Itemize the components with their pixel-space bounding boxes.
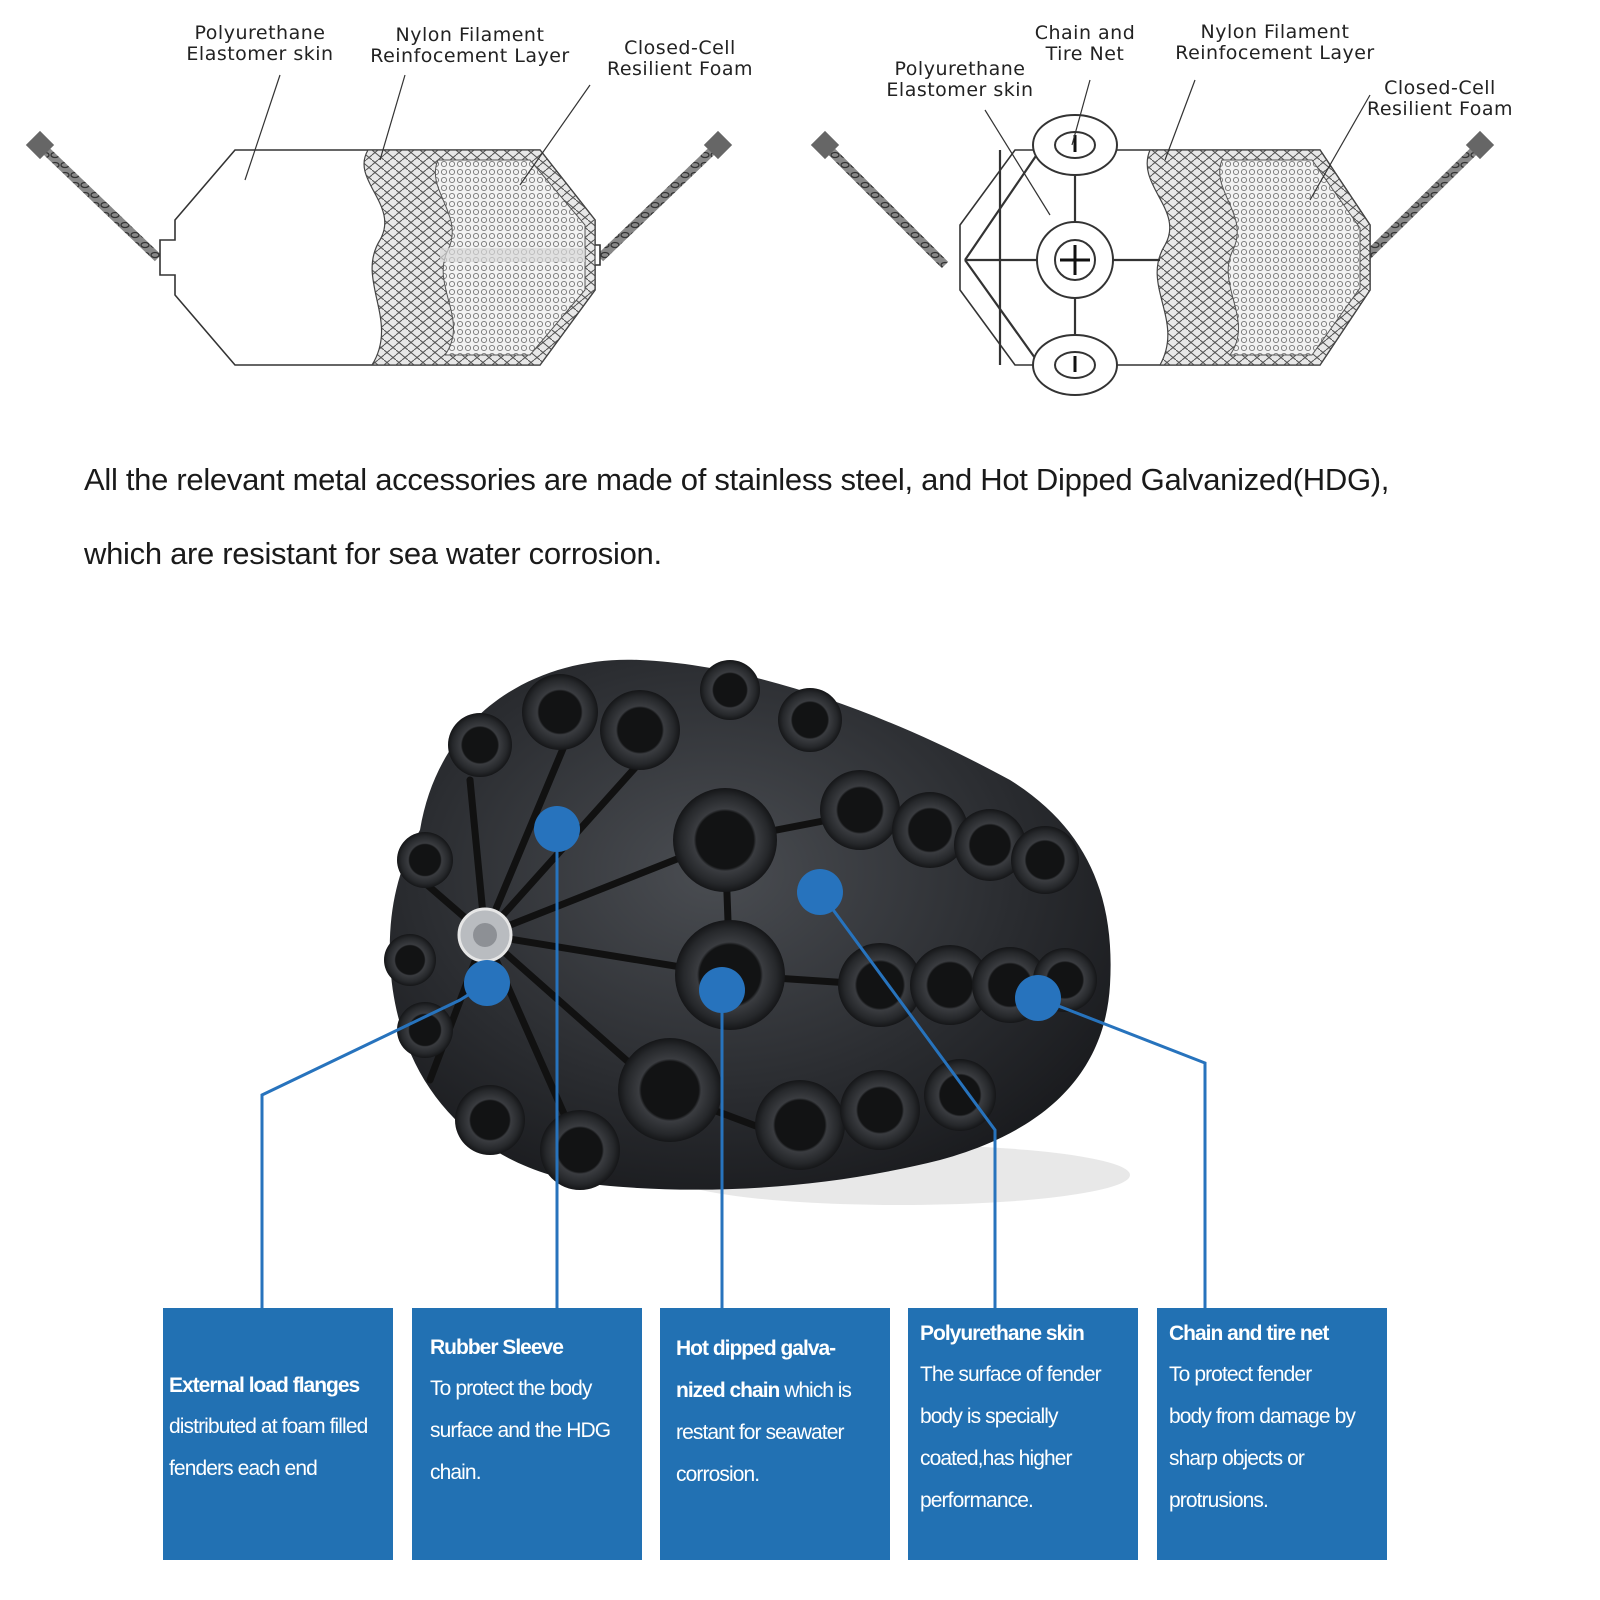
- description-line-2: which are resistant for sea water corros…: [84, 536, 662, 571]
- right-fender-diagram: [810, 79, 1495, 396]
- callout-body: To protect the body surface and the HDG …: [430, 1377, 611, 1484]
- leader-nylon: [379, 74, 406, 161]
- left-fender-diagram: [25, 74, 733, 366]
- callout-title: Polyurethane skin: [920, 1322, 1085, 1345]
- callout-title: Hot dipped galva- nized chain: [676, 1337, 836, 1402]
- label-left-foam: Closed-Cell Resilient Foam: [606, 37, 754, 80]
- label-right-chain: Chain and Tire Net: [1034, 22, 1136, 65]
- tire-bottom: [1032, 334, 1118, 396]
- callout-title: Chain and tire net: [1169, 1322, 1329, 1345]
- leader-chain: [1071, 79, 1091, 146]
- callout-title-suffix: which is: [779, 1379, 852, 1402]
- dot-flanges: [464, 960, 510, 1006]
- leader-net: [1037, 996, 1207, 1308]
- right-shackle: [1465, 130, 1495, 160]
- callout-leaders: [260, 829, 1207, 1308]
- fender-photo: [384, 659, 1130, 1205]
- callout-external-load-flanges: External load flanges distributed at foa…: [163, 1308, 393, 1560]
- label-right-nylon: Nylon Filament Reinfocement Layer: [1175, 21, 1375, 64]
- leader-nylon: [1164, 79, 1196, 161]
- label-left-skin: Polyurethane Elastomer skin: [186, 22, 334, 65]
- leader-skin: [984, 109, 1051, 216]
- right-chain: [1361, 141, 1484, 262]
- end-flange: [457, 907, 513, 963]
- right-chain: [596, 141, 722, 262]
- callout-body: restant for seawater corrosion.: [676, 1421, 844, 1486]
- callout-body: To protect fender body from damage by sh…: [1169, 1363, 1356, 1512]
- left-shackle: [810, 130, 840, 160]
- callout-rubber-sleeve: Rubber Sleeve To protect the body surfac…: [412, 1308, 642, 1560]
- leader-foam: [519, 84, 591, 186]
- leader-foam: [1309, 94, 1371, 201]
- dot-net: [1015, 975, 1061, 1021]
- left-chain: [36, 141, 162, 262]
- leader-skin: [244, 74, 281, 181]
- foam-core: [1219, 159, 1361, 356]
- left-chain: [821, 141, 949, 269]
- description-line-1: All the relevant metal accessories are m…: [84, 462, 1390, 497]
- callout-body: The surface of fender body is specially …: [920, 1363, 1102, 1512]
- callout-polyurethane-skin: Polyurethane skin The surface of fender …: [908, 1308, 1138, 1560]
- right-shackle: [703, 130, 733, 160]
- callout-chain-tire-net: Chain and tire net To protect fender bod…: [1157, 1308, 1387, 1560]
- callout-body: distributed at foam filled fenders each …: [169, 1415, 368, 1480]
- label-right-foam: Closed-Cell Resilient Foam: [1366, 77, 1514, 120]
- dot-chain: [699, 967, 745, 1013]
- tire-middle: [1036, 221, 1114, 299]
- leader-skin: [818, 891, 997, 1308]
- label-right-skin: Polyurethane Elastomer skin: [886, 58, 1034, 101]
- callout-hdg-chain: Hot dipped galva- nized chain which is r…: [660, 1308, 890, 1560]
- label-left-nylon: Nylon Filament Reinfocement Layer: [370, 24, 570, 67]
- dot-sleeve: [534, 806, 580, 852]
- callout-dots: [464, 806, 1061, 1021]
- callout-title: Rubber Sleeve: [430, 1336, 564, 1359]
- dot-skin: [797, 869, 843, 915]
- tire-top: [1032, 114, 1118, 176]
- callout-title: External load flanges: [169, 1374, 360, 1397]
